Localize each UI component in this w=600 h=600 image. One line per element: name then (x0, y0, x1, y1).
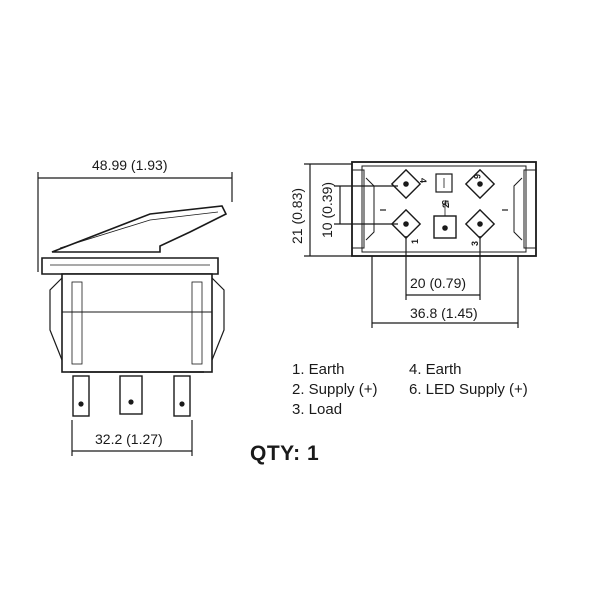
dim-height-outer: 21 (0.83) (289, 188, 305, 244)
legend-item-supply: 2. Supply (+) (292, 381, 378, 398)
dim-height-inner: 10 (0.39) (319, 182, 335, 238)
side-view (37, 172, 233, 456)
dim-body-width: 36.8 (1.45) (410, 305, 478, 321)
dim-pin-spacing: 20 (0.79) (410, 275, 466, 291)
pin-label-1: 1 (410, 239, 420, 244)
pin-label-6: 6 (472, 174, 482, 179)
top-view (304, 161, 537, 328)
legend-item-earth-4: 4. Earth (409, 361, 462, 378)
pin-legend-right: 4. Earth 6. LED Supply (+) (409, 360, 528, 400)
pin-label-2: 2 (441, 203, 451, 208)
legend-item-earth-1: 1. Earth (292, 361, 345, 378)
legend-item-load: 3. Load (292, 401, 343, 418)
dim-bottom-width: 32.2 (1.27) (95, 431, 163, 447)
pin-label-4: 4 (418, 178, 428, 183)
pin-label-3: 3 (470, 241, 480, 246)
dim-top-width: 48.99 (1.93) (92, 157, 168, 173)
pin-legend-left: 1. Earth 2. Supply (+) 3. Load (292, 360, 377, 420)
quantity-label: QTY: 1 (250, 442, 320, 465)
pin-label-5: 5 (440, 200, 450, 205)
legend-item-led-supply: 6. LED Supply (+) (409, 381, 528, 398)
